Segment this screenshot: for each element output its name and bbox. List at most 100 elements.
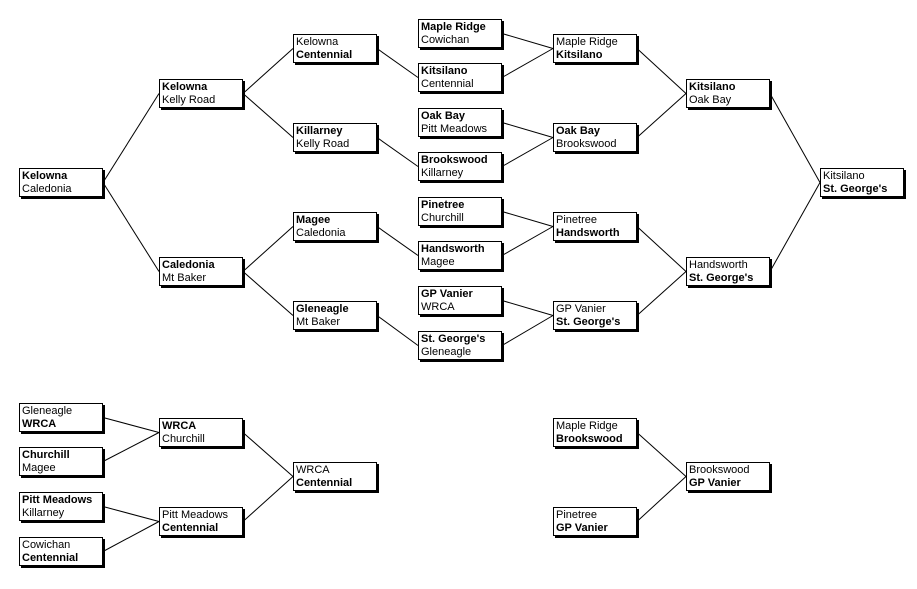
connector-line — [769, 182, 821, 272]
connector-line — [102, 417, 160, 433]
team-name-bottom: Handsworth — [556, 227, 620, 239]
team-name-bottom: Oak Bay — [689, 94, 732, 106]
team-name-top: Kelowna — [296, 36, 339, 48]
connector-line — [242, 48, 294, 94]
team-name-top: Pinetree — [421, 199, 465, 211]
connector-line — [242, 476, 294, 522]
team-name-bottom: Cowichan — [421, 34, 470, 46]
team-name-bottom: Killarney — [22, 507, 65, 519]
team-name-top: St. George's — [421, 333, 486, 345]
team-name-top: Kelowna — [162, 81, 208, 93]
connector-line — [376, 315, 419, 346]
connector-line — [501, 48, 554, 78]
connector-line — [636, 432, 687, 477]
team-name-bottom: Killarney — [421, 167, 464, 179]
team-name-bottom: Churchill — [162, 433, 205, 445]
team-name-bottom: Centennial — [162, 522, 219, 534]
team-name-bottom: Mt Baker — [162, 272, 207, 284]
connector-line — [102, 182, 160, 272]
connector-line — [501, 315, 554, 346]
team-name-top: Oak Bay — [556, 125, 601, 137]
team-name-top: Brookswood — [689, 464, 750, 476]
team-name-bottom: St. George's — [556, 316, 621, 328]
connector-line — [501, 33, 554, 49]
team-name-top: Pitt Meadows — [22, 494, 93, 506]
connector-line — [376, 137, 419, 167]
team-name-bottom: St. George's — [689, 272, 754, 284]
team-name-bottom: Kelly Road — [162, 94, 216, 106]
team-name-bottom: Kelly Road — [296, 138, 350, 150]
team-name-top: Oak Bay — [421, 110, 466, 122]
team-name-top: Killarney — [296, 125, 343, 137]
team-name-bottom: Caledonia — [296, 227, 346, 239]
team-name-bottom: Brookswood — [556, 138, 617, 150]
team-name-top: Gleneagle — [296, 303, 349, 315]
team-name-top: Maple Ridge — [556, 420, 618, 432]
connector-line — [376, 48, 419, 78]
connector-line — [636, 476, 687, 522]
team-name-top: WRCA — [296, 464, 330, 476]
team-name-bottom: Centennial — [22, 552, 79, 564]
connector-line — [242, 93, 294, 138]
connector-line — [501, 211, 554, 227]
team-name-top: Pinetree — [556, 214, 597, 226]
team-name-top: Pinetree — [556, 509, 597, 521]
team-name-top: Handsworth — [689, 259, 748, 271]
team-name-top: Kitsilano — [689, 81, 736, 93]
connector-line — [242, 271, 294, 316]
connector-line — [636, 48, 687, 94]
team-name-bottom: GP Vanier — [556, 522, 608, 534]
team-name-bottom: Churchill — [421, 212, 464, 224]
team-name-top: Gleneagle — [22, 405, 73, 417]
team-name-top: Cowichan — [22, 539, 71, 551]
team-name-bottom: WRCA — [421, 301, 455, 313]
team-name-bottom: Caledonia — [22, 183, 72, 195]
team-name-top: Maple Ridge — [556, 36, 618, 48]
team-name-bottom: Kitsilano — [556, 49, 603, 61]
connector-line — [636, 93, 687, 138]
team-name-bottom: Mt Baker — [296, 316, 341, 328]
team-name-top: Kitsilano — [421, 65, 468, 77]
team-name-top: GP Vanier — [556, 303, 606, 315]
team-name-top: Pitt Meadows — [162, 509, 229, 521]
team-name-bottom: GP Vanier — [689, 477, 741, 489]
team-name-top: Magee — [296, 214, 331, 226]
connector-line — [102, 521, 160, 552]
team-name-top: Handsworth — [421, 243, 485, 255]
team-name-top: Maple Ridge — [421, 21, 486, 33]
team-name-bottom: Brookswood — [556, 433, 623, 445]
connector-line — [102, 93, 160, 183]
team-name-bottom: Pitt Meadows — [421, 123, 488, 135]
team-name-top: Kitsilano — [823, 170, 865, 182]
connector-line — [769, 93, 821, 183]
connector-line — [102, 506, 160, 522]
team-name-bottom: Gleneagle — [421, 346, 472, 358]
team-name-bottom: Magee — [421, 256, 455, 268]
team-name-top: Kelowna — [22, 170, 68, 182]
team-name-top: Caledonia — [162, 259, 215, 271]
